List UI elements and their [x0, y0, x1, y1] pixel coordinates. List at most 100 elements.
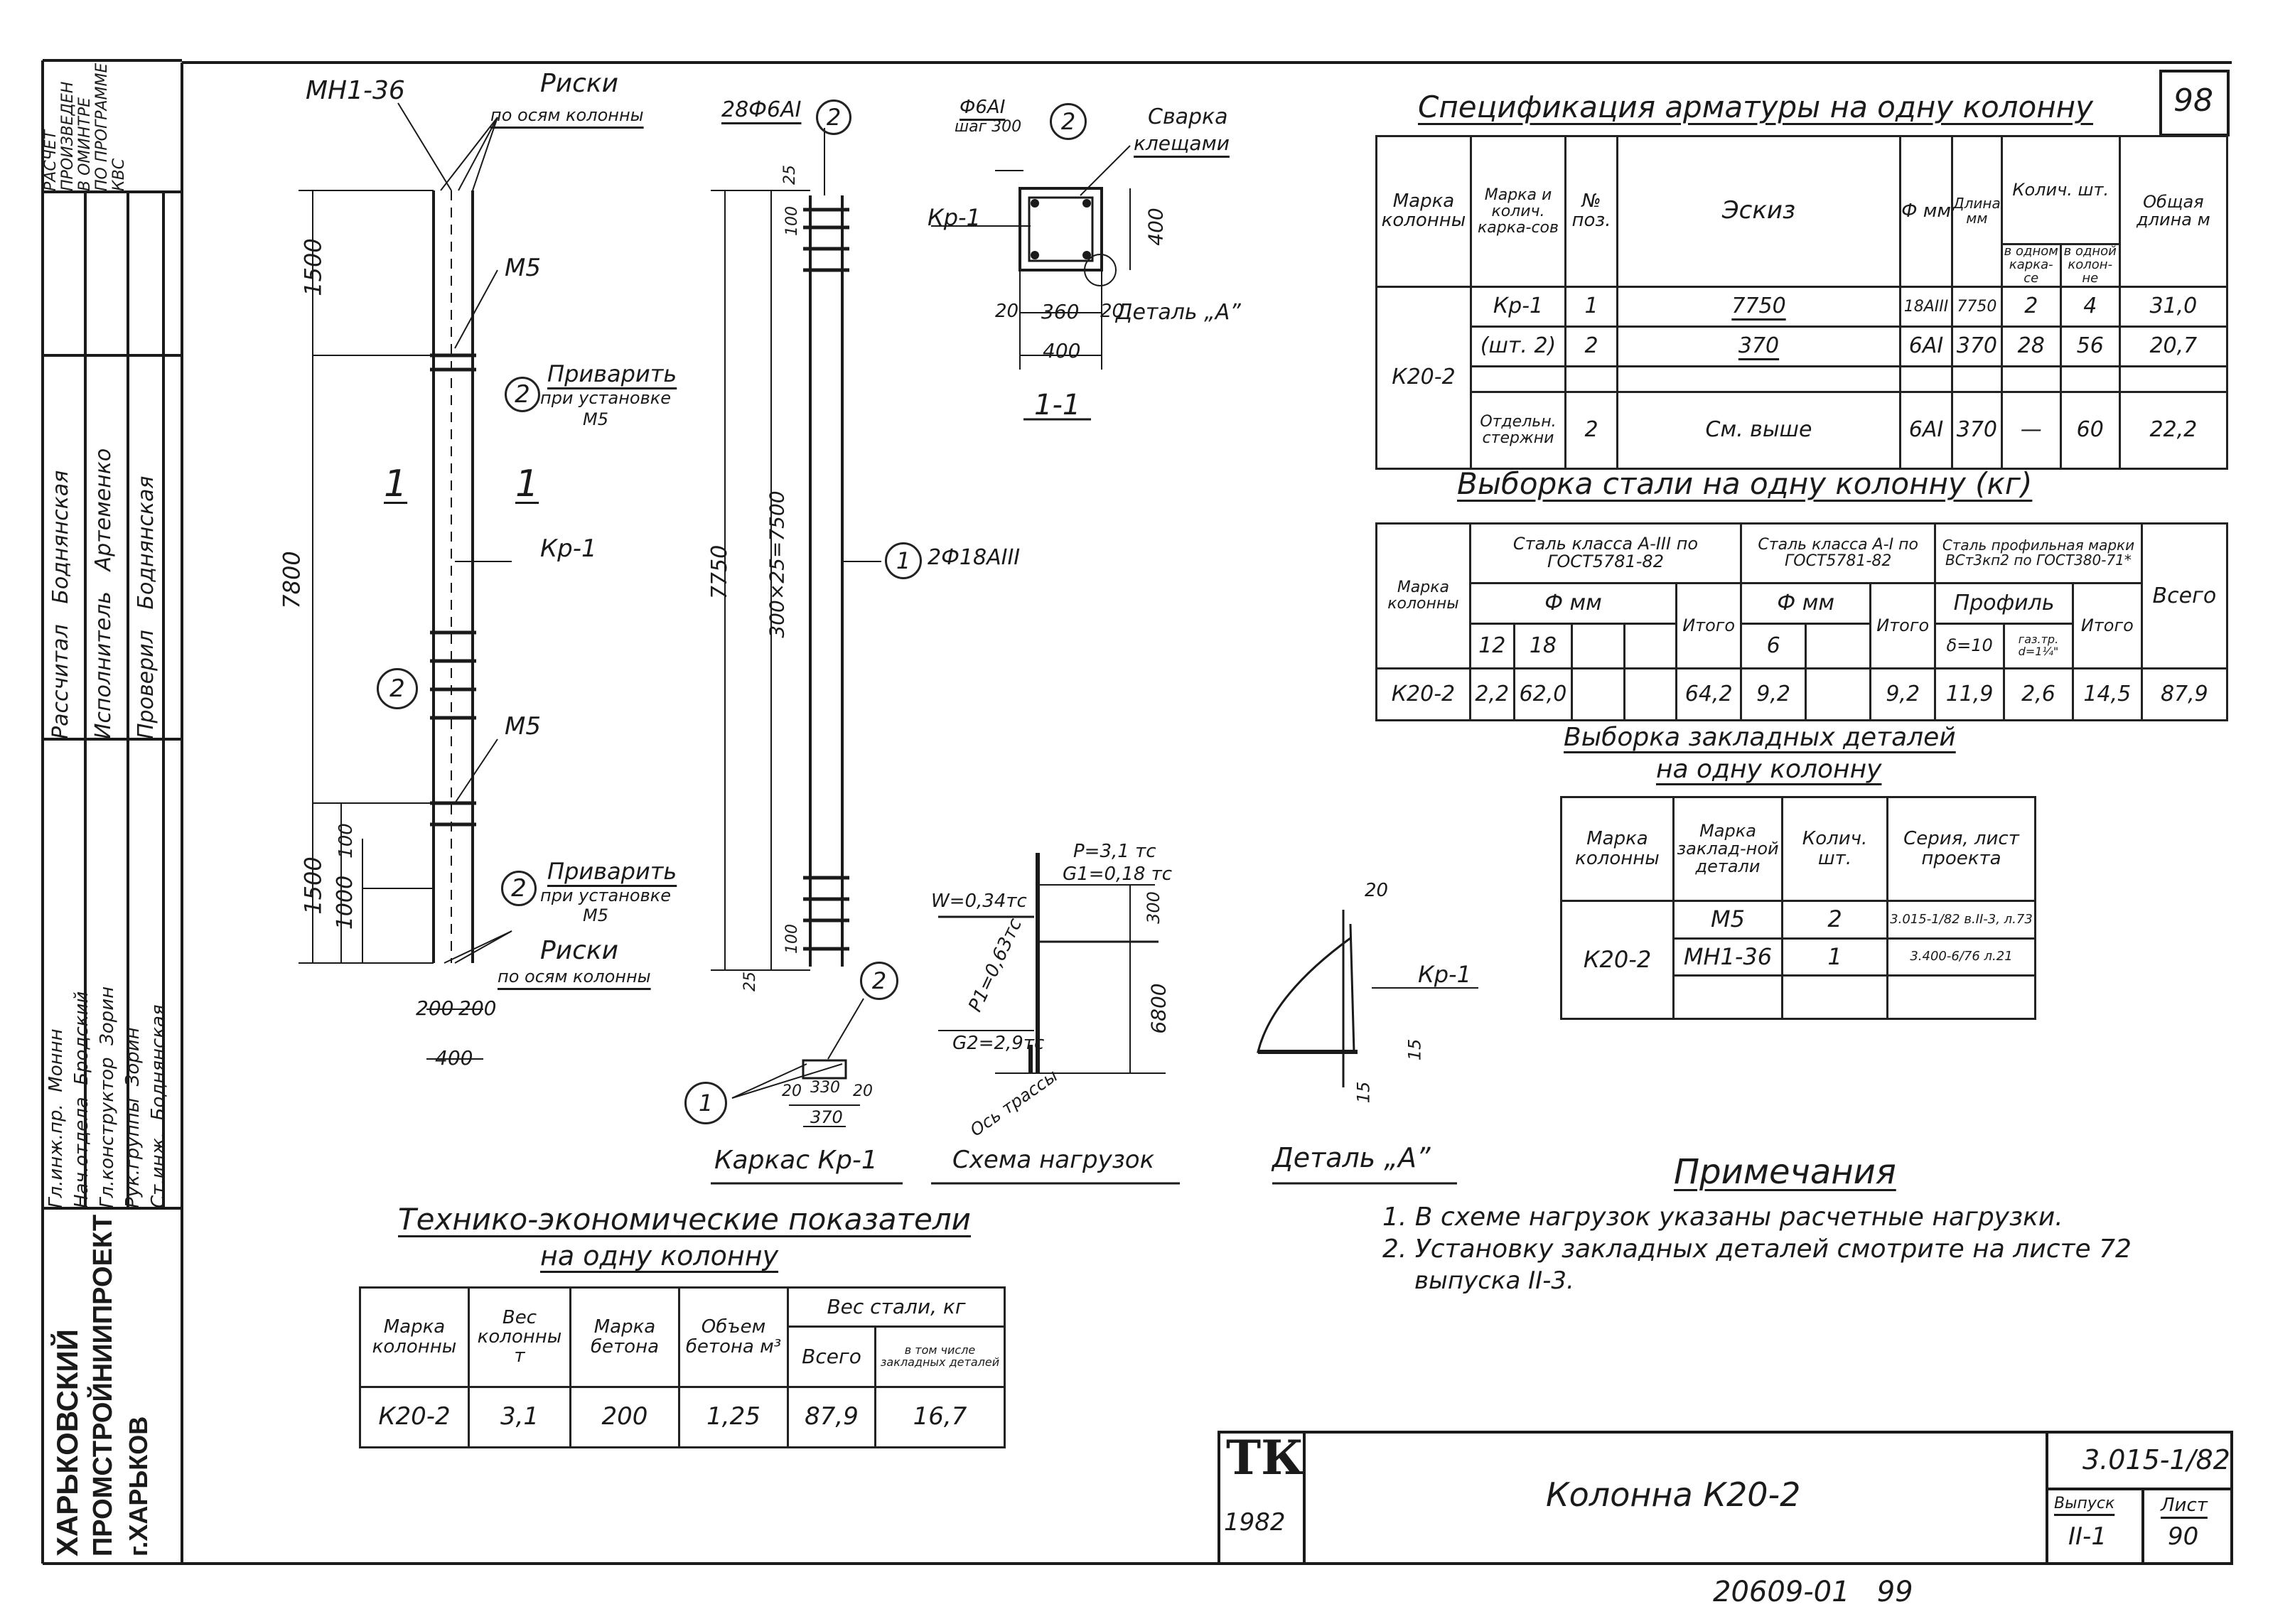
tep-r-mark: К20-2	[359, 1386, 470, 1448]
emb-r2-series: 3.400-6/76 л.21	[1886, 937, 2036, 977]
tep-h-incl: в том числе закладных деталей	[874, 1325, 1006, 1388]
spec-r1-sketch: 7750	[1616, 285, 1901, 328]
dim-20-section: 20	[995, 301, 1019, 322]
spec-r2-length: 370	[1951, 325, 2003, 367]
name-row-3: Проверил Боднянская	[134, 475, 158, 739]
dim-1000: 1000	[333, 875, 358, 930]
tep-h-total: Всего	[787, 1325, 876, 1388]
embedded-table: Марка колонны Марка заклад-ной детали Ко…	[1560, 795, 2036, 1020]
spec-r2-pos: 2	[1564, 325, 1618, 367]
steel-r-pipe: 2,6	[2003, 667, 2074, 722]
steel-r-total3: 14,5	[2071, 667, 2143, 722]
emb-h-mark: Марка колонны	[1560, 795, 1675, 903]
spec-r3-q2: 60	[2059, 390, 2121, 470]
tep-h-concrete: Марка бетона	[569, 1286, 680, 1388]
tep-h-volume: Объем бетона м³	[678, 1286, 789, 1388]
title-sheet-label: Лист	[2161, 1495, 2208, 1516]
emb-r1-series: 3.015-1/82 в.II-3, л.73	[1886, 900, 2036, 940]
tep-r-weight: 3,1	[468, 1386, 571, 1448]
steel-h-pipe: газ.тр. d=1¼"	[2003, 623, 2074, 670]
pos-cage-bottom-1: 1	[684, 1082, 727, 1124]
dim-300-load: 300	[1143, 891, 1163, 924]
note-2: 2. Установку закладных деталей смотрите …	[1382, 1235, 2132, 1264]
dim-20a-cage: 20	[782, 1082, 802, 1100]
load-g1: G1=0,18 тс	[1063, 864, 1173, 885]
steel-h-total1: Итого	[1675, 581, 1743, 670]
label-risks-top: Риски	[540, 69, 619, 98]
steel-r-total2: 9,2	[1869, 667, 1937, 722]
steel-h-d10: δ=10	[1934, 623, 2006, 670]
pos-cage-side: 1	[885, 542, 922, 579]
pos-cage-bottom-2: 2	[860, 962, 898, 1000]
steel-h-a1: Сталь класса А-I по ГОСТ5781-82	[1740, 522, 1937, 584]
label-weld-clamp-sub: клещами	[1134, 131, 1230, 155]
label-mn1-36: МН1-36	[306, 76, 405, 105]
section-mark-right: 1	[515, 463, 539, 505]
dim-7800: 7800	[278, 551, 306, 609]
dim-20b-section: 20	[1100, 301, 1124, 322]
steel-h-18: 18	[1512, 623, 1574, 670]
steel-r-18: 62,0	[1512, 667, 1574, 722]
label-risks-bottom: Риски	[540, 936, 619, 965]
emb-h-part: Марка заклад-ной детали	[1672, 795, 1783, 903]
tep-h-mark: Марка колонны	[359, 1286, 470, 1388]
role-row-4: Рук.группы Зорин	[122, 1027, 144, 1208]
emb-r1-qty: 2	[1781, 900, 1888, 940]
label-f6-stirrup: Ф6АI	[960, 97, 1006, 118]
spec-h-cage: Марка и колич. карка-сов	[1470, 135, 1566, 288]
steel-h-all: Всего	[2140, 522, 2229, 670]
pos-cage-top: 2	[816, 100, 851, 135]
steel-h-total2: Итого	[1869, 581, 1937, 670]
label-kr1-section: Кр-1	[928, 204, 981, 231]
emb-r1-part: М5	[1672, 900, 1783, 940]
name-row-2: Исполнитель Артеменко	[91, 448, 116, 739]
dim-400-horizontal: 400	[1043, 339, 1081, 362]
label-kr1-detail: Кр-1	[1418, 961, 1471, 988]
label-m5-top: М5	[505, 254, 541, 282]
label-kr1-col: Кр-1	[540, 534, 597, 563]
steel-r-total1: 64,2	[1675, 667, 1743, 722]
spec-r1-total: 31,0	[2118, 285, 2229, 328]
spec-r1-q1: 2	[2000, 285, 2062, 328]
dim-1500-bottom: 1500	[299, 856, 327, 915]
role-row-2: Нач.отдела Бродский	[71, 991, 92, 1208]
footer-code: 20609-01 99	[1713, 1576, 1913, 1608]
pos-section: 2	[1050, 103, 1087, 140]
steel-r-mark: К20-2	[1375, 667, 1471, 722]
label-28f6: 28Ф6АI	[721, 97, 802, 122]
tep-h-steel: Вес стали, кг	[787, 1286, 1006, 1328]
label-weld-bottom: Приварить	[547, 858, 677, 885]
calc-note: РАСЧЕТ ПРОИЗВЕДЕН В ОМИНТРЕ ПО ПРОГРАММЕ…	[42, 63, 128, 191]
spec-cage1: Кр-1	[1470, 285, 1566, 328]
tep-h-weight: Вес колонны т	[468, 1286, 571, 1388]
title-issue: II-1	[2068, 1522, 2107, 1551]
title-name: Колонна К20-2	[1546, 1475, 1801, 1514]
dim-1500-top: 1500	[299, 238, 327, 296]
steel-r-12: 2,2	[1468, 667, 1515, 722]
steel-r-6: 9,2	[1740, 667, 1807, 722]
detail-caption: Деталь „А”	[1272, 1142, 1431, 1173]
spec-r1-pos: 1	[1564, 285, 1618, 328]
dim-25b: 25	[741, 972, 759, 991]
label-weld-bottom-m5: М5	[583, 905, 608, 925]
label-weld-top-m5: М5	[583, 409, 608, 429]
pos-2b: 2	[377, 668, 418, 709]
label-risks-bottom-sub: по осям колонны	[498, 967, 651, 986]
title-logo: ТК	[1226, 1430, 1304, 1485]
dim-6800-load: 6800	[1146, 983, 1171, 1034]
tep-r-concrete: 200	[569, 1386, 680, 1448]
label-2f18: 2Ф18АIII	[928, 545, 1021, 570]
tep-r-total: 87,9	[787, 1386, 876, 1448]
spec-r3-q1: —	[2000, 390, 2062, 470]
label-step: шаг 300	[955, 118, 1022, 136]
dim-7750: 7750	[707, 544, 733, 600]
spec-r1-length: 7750	[1951, 285, 2003, 328]
dim-370-cage: 370	[810, 1107, 843, 1127]
spec-r3-total: 22,2	[2118, 390, 2229, 470]
load-p: Р=3,1 тс	[1073, 841, 1156, 862]
title-sheet: 90	[2168, 1522, 2199, 1551]
spec-cage1-qty: (шт. 2)	[1470, 325, 1566, 367]
steel-h-12: 12	[1468, 623, 1515, 670]
emb-mark: К20-2	[1560, 900, 1675, 1020]
